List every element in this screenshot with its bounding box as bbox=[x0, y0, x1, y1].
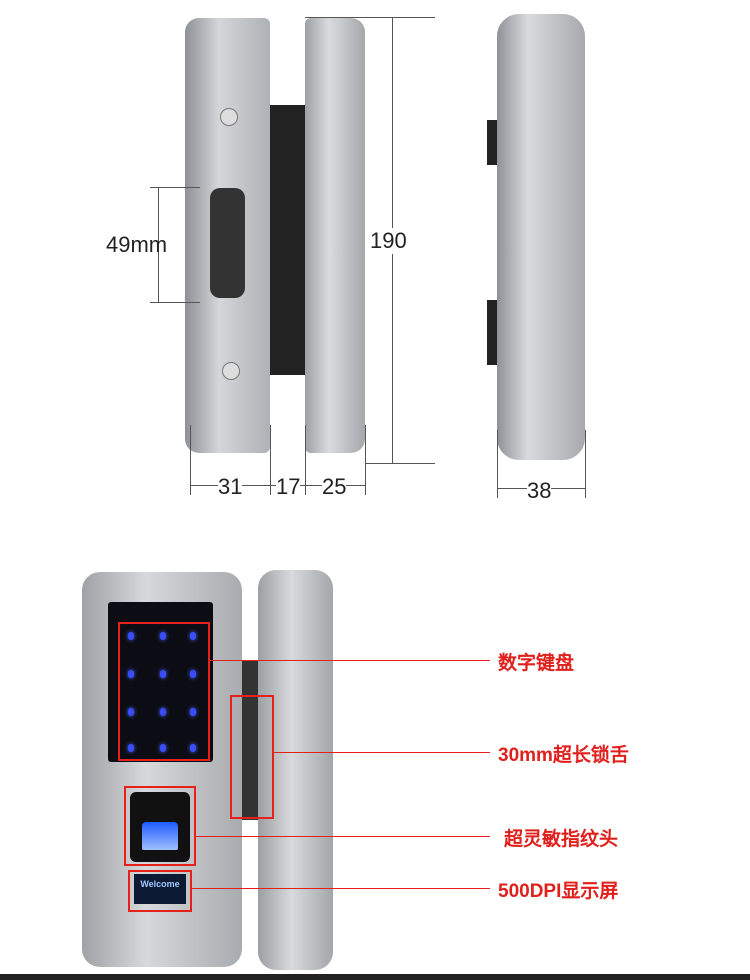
fingerprint-sensor[interactable] bbox=[130, 792, 190, 862]
keypad-key-*[interactable] bbox=[128, 744, 134, 752]
keypad[interactable] bbox=[128, 632, 208, 752]
callout-fingerprint: 超灵敏指纹头 bbox=[504, 829, 619, 850]
keypad-key-5[interactable] bbox=[160, 670, 166, 678]
screen-welcome: Welcome bbox=[140, 879, 180, 889]
bottom-divider bbox=[0, 974, 750, 980]
keypad-panel bbox=[108, 602, 213, 762]
keypad-key-#[interactable] bbox=[190, 744, 196, 752]
dim-body-width: 31 bbox=[218, 474, 243, 500]
strike-front bbox=[258, 570, 333, 970]
callout-lock-tongue: 30mm超长锁舌 bbox=[498, 745, 629, 766]
lock-tongue bbox=[210, 188, 245, 298]
dim-depth: 38 bbox=[527, 478, 552, 504]
keypad-key-4[interactable] bbox=[128, 670, 134, 678]
dim-tongue-height: 49mm bbox=[106, 232, 168, 257]
lock-end bbox=[497, 14, 585, 460]
screw-icon bbox=[220, 108, 238, 126]
callout-display: 500DPI显示屏 bbox=[498, 881, 619, 902]
callout-keypad: 数字键盘 bbox=[498, 653, 575, 674]
dim-strike-width: 25 bbox=[322, 474, 347, 500]
screw-icon bbox=[222, 362, 240, 380]
strike-side bbox=[305, 18, 365, 453]
dim-glass-gap: 17 bbox=[276, 474, 301, 500]
keypad-key-7[interactable] bbox=[128, 708, 134, 716]
bracket bbox=[262, 105, 312, 375]
keypad-key-0[interactable] bbox=[160, 744, 166, 752]
keypad-key-8[interactable] bbox=[160, 708, 166, 716]
keypad-key-9[interactable] bbox=[190, 708, 196, 716]
display-screen: Welcome bbox=[134, 874, 186, 904]
keypad-key-6[interactable] bbox=[190, 670, 196, 678]
keypad-key-3[interactable] bbox=[190, 632, 196, 640]
keypad-key-2[interactable] bbox=[160, 632, 166, 640]
dim-total-height: 190 bbox=[370, 228, 407, 254]
keypad-key-1[interactable] bbox=[128, 632, 134, 640]
